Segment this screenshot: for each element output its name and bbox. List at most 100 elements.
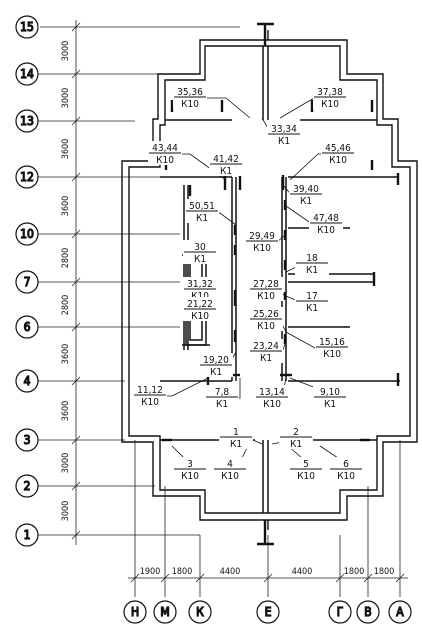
row-marker-15: 15: [15, 15, 39, 39]
element-tag-code: К1: [196, 213, 208, 224]
element-tag-number: 15,16: [319, 337, 345, 348]
element-tag-number: 47,48: [313, 213, 339, 224]
element-tag-code: К10: [181, 99, 199, 110]
col-dim-В-А: 1800: [374, 567, 395, 577]
column-axis-markers: Н М К Е Г В А: [123, 600, 412, 624]
row-marker-2: 2: [15, 474, 39, 498]
element-tag-code: К1: [306, 303, 318, 314]
element-tag-number: 35,36: [177, 87, 203, 98]
element-tag-code: К10: [253, 243, 271, 254]
row-dim-13-12: 3600: [61, 139, 71, 160]
element-tag-number: 4: [227, 459, 233, 470]
column-dimensions: 1900 1800 4400 4400 1800 1800: [140, 567, 395, 577]
col-marker-М-label: М: [160, 605, 169, 619]
element-tag-code: К1: [290, 439, 302, 450]
element-tag-number: 21,22: [187, 299, 213, 310]
element-tag-number: 19,20: [203, 355, 229, 366]
element-tag-number: 18: [306, 253, 318, 264]
row-marker-7: 7: [15, 270, 39, 294]
element-tag-code: К10: [263, 399, 281, 410]
bottom-dimension-line: [128, 573, 408, 583]
col-marker-Г: Г: [328, 600, 352, 624]
element-tag-code: К10: [181, 471, 199, 482]
row-marker-6: 6: [15, 315, 39, 339]
element-tag-number: 11,12: [137, 385, 163, 396]
element-tag-code: К10: [191, 311, 209, 322]
element-tag-code: К10: [156, 155, 174, 166]
row-marker-7-label: 7: [24, 275, 31, 289]
element-tag-code: К10: [221, 471, 239, 482]
element-tag-number: 1: [233, 427, 239, 438]
row-marker-13-label: 13: [20, 114, 34, 128]
row-dim-10-7: 2800: [61, 248, 71, 269]
row-dim-7-6: 2800: [61, 295, 71, 316]
element-tag-code: К10: [329, 155, 347, 166]
row-marker-1-label: 1: [24, 528, 31, 542]
element-tag-code: К1: [278, 136, 290, 147]
col-marker-К-label: К: [196, 605, 204, 619]
element-tag-code: К1: [194, 254, 206, 265]
row-marker-15-label: 15: [20, 20, 34, 34]
col-dim-Г-В: 1800: [344, 567, 365, 577]
col-dim-Е-Г: 4400: [292, 567, 313, 577]
col-marker-Н: Н: [123, 600, 147, 624]
col-marker-Е-label: Е: [265, 605, 272, 619]
element-tag-number: 37,38: [317, 87, 343, 98]
element-tag-number: 13,14: [259, 387, 285, 398]
element-tag-number: 6: [343, 459, 349, 470]
element-tag-number: 9,10: [320, 387, 340, 398]
element-tag-code: К1: [220, 166, 232, 177]
element-tag-code: К1: [210, 367, 222, 378]
element-tag-number: 39,40: [293, 184, 319, 195]
element-tag-code: К10: [321, 99, 339, 110]
element-tag-number: 5: [303, 459, 309, 470]
element-tag-number: 29,49: [249, 231, 275, 242]
element-tag-number: 2: [293, 427, 299, 438]
row-marker-10: 10: [15, 222, 39, 246]
row-marker-3: 3: [15, 428, 39, 452]
col-dim-К-Е: 4400: [220, 567, 241, 577]
col-marker-В: В: [356, 600, 380, 624]
element-tag-code: К10: [323, 349, 341, 360]
element-tag-number: 43,44: [152, 143, 178, 154]
element-tag-number: 27,28: [253, 279, 279, 290]
element-tag-number: 7,8: [215, 387, 230, 398]
element-tag-code: К1: [300, 196, 312, 207]
element-tag-code: К10: [257, 321, 275, 332]
row-dim-14-13: 3000: [61, 88, 71, 109]
element-tag-code: К1: [306, 265, 318, 276]
row-dim-3-2: 3000: [61, 453, 71, 474]
element-tag-code: К1: [324, 399, 336, 410]
col-marker-В-label: В: [364, 605, 371, 619]
element-tag-code: К10: [191, 291, 209, 302]
element-tag-code: К10: [257, 291, 275, 302]
row-marker-1: 1: [15, 523, 39, 547]
element-tag-code: К10: [297, 471, 315, 482]
row-marker-14: 14: [15, 62, 39, 86]
element-tag-code: К10: [141, 397, 159, 408]
element-tag-number: 45,46: [325, 143, 351, 154]
col-dim-Н-М: 1900: [140, 567, 161, 577]
row-marker-12-label: 12: [20, 170, 34, 184]
